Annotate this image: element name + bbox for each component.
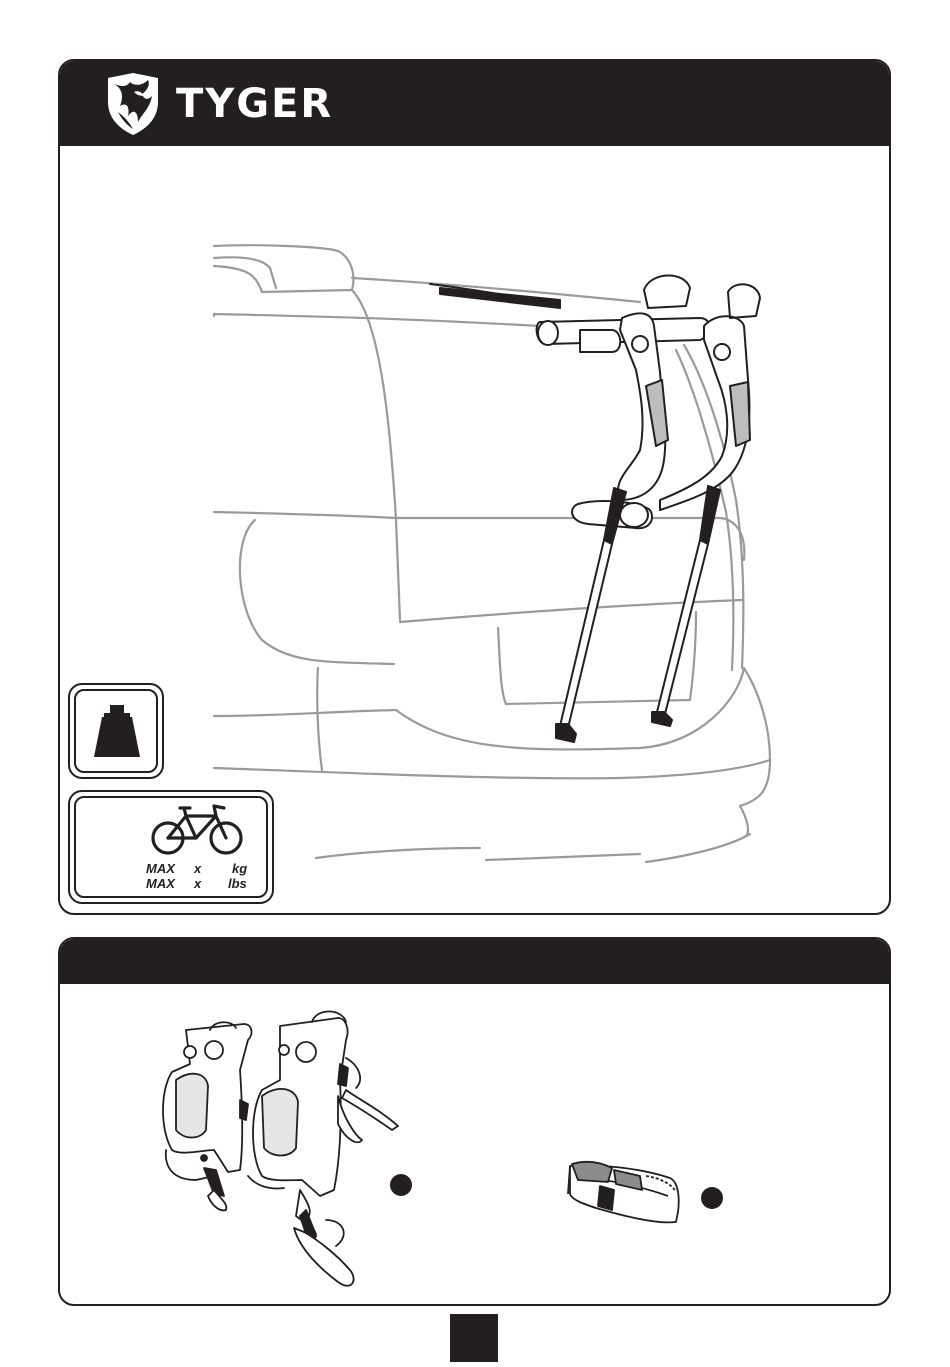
parts-illustration [0, 0, 950, 1310]
part-strap [568, 1162, 679, 1222]
part-marker-rack [390, 1174, 412, 1196]
page-number-box [450, 1314, 498, 1362]
part-rack-assembly [163, 1012, 398, 1286]
part-marker-strap [701, 1187, 723, 1209]
